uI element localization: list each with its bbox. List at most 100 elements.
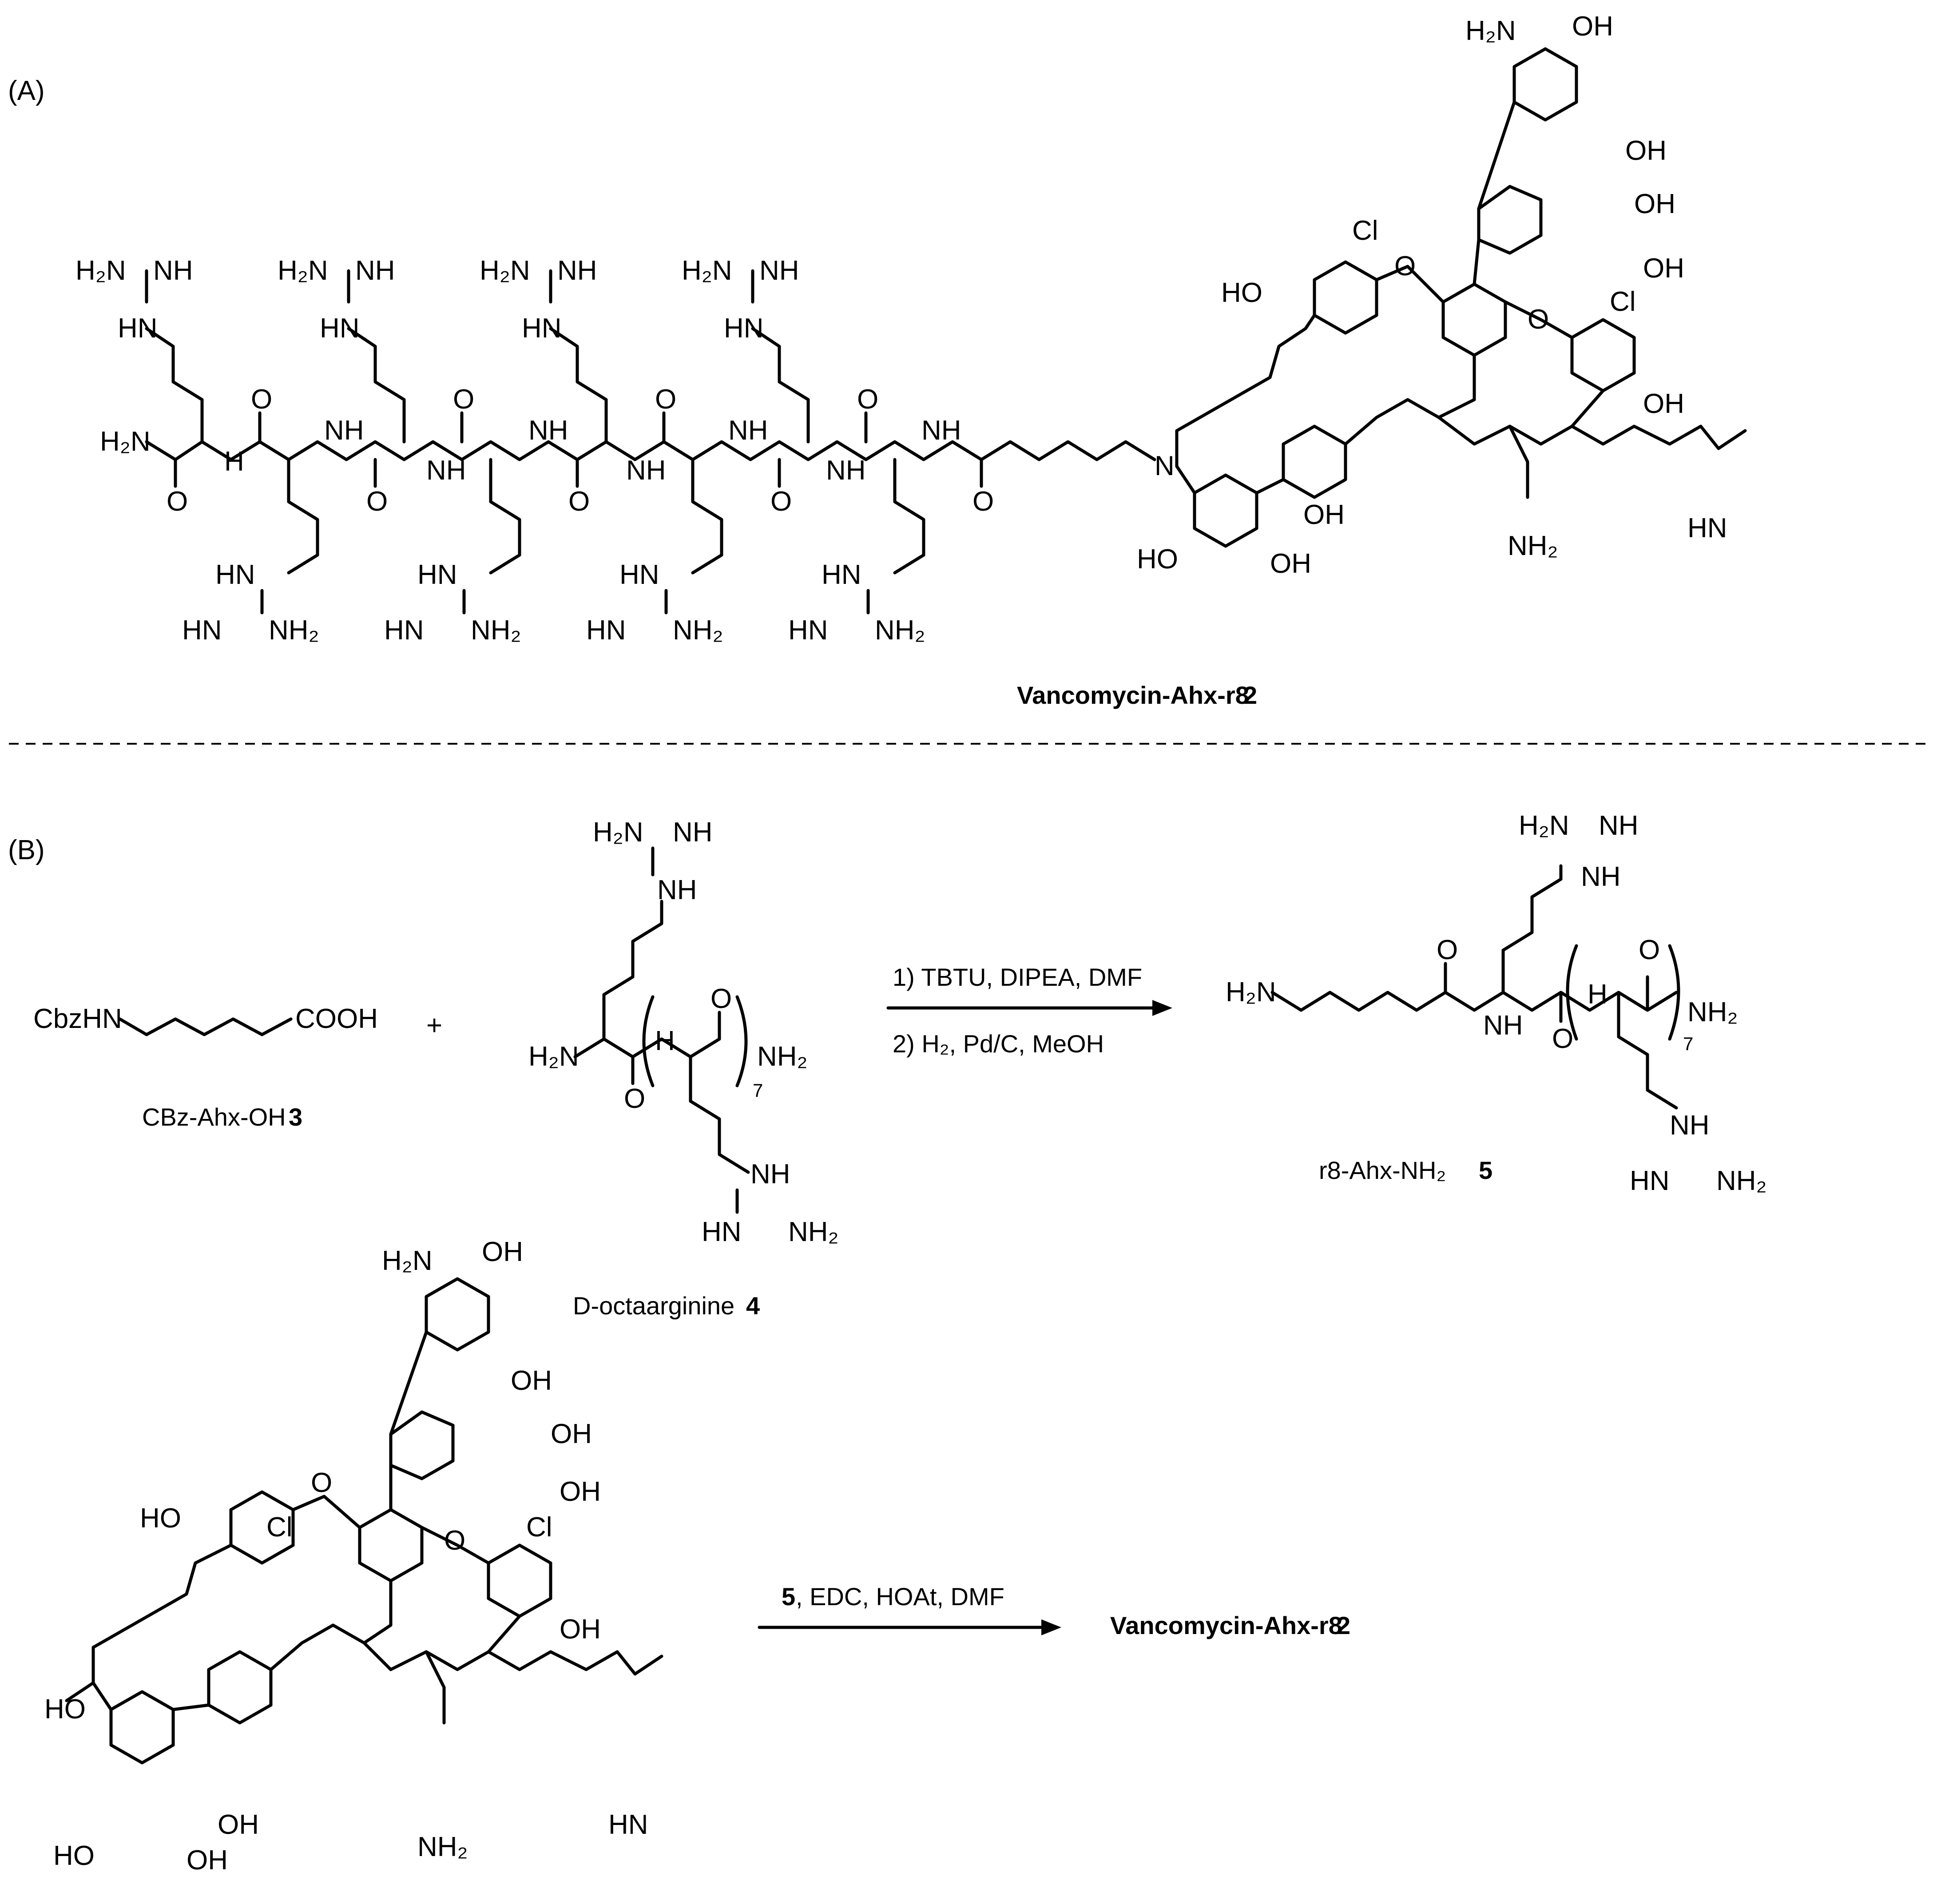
reagent2-caption: D-octaarginine [573, 1292, 734, 1320]
o-label: O [857, 384, 878, 415]
o-label: O [1437, 935, 1458, 965]
nh-label: NH [1581, 861, 1621, 892]
h2n-label: H₂N [480, 255, 530, 286]
hn-label: HN [1630, 1166, 1670, 1196]
oh-label: OH [1270, 548, 1311, 579]
step3-reagents: , EDC, HOAt, DMF [796, 1583, 1004, 1610]
cooh-label: COOH [295, 1004, 378, 1034]
nh-label: NH [426, 455, 466, 486]
oh-label: OH [511, 1365, 552, 1396]
octaarginine-chain-a: H₂N O O O O O O O O O H NH NH NH NH NH N [75, 255, 1175, 646]
vancomycin-core-a [1175, 47, 1747, 548]
h2n-label: H₂N [682, 255, 732, 286]
final-product-number: 2 [1337, 1611, 1350, 1639]
reagent2-number: 4 [746, 1292, 760, 1320]
nh2-label: NH₂ [1687, 997, 1738, 1027]
reaction-arrow-2: 5 , EDC, HOAt, DMF [758, 1583, 1061, 1635]
oh-label: OH [187, 1845, 228, 1876]
panel-a-caption-name: Vancomycin-Ahx-r8 [1017, 681, 1249, 709]
hn-label: HN [724, 313, 764, 344]
linker-n-label: N [1155, 451, 1175, 481]
reaction-arrow-1: 1) TBTU, DIPEA, DMF 2) H₂, Pd/C, MeOH [886, 963, 1172, 1058]
hn-label: HN [619, 559, 659, 590]
o-label: O [1528, 304, 1549, 335]
nh2-label: NH₂ [788, 1217, 839, 1247]
o-label: O [972, 486, 994, 517]
h2n-label: H₂N [1226, 977, 1276, 1008]
oh-label: OH [1572, 11, 1613, 42]
backbone-carbonyls [174, 411, 983, 488]
o-label: O [311, 1468, 332, 1498]
nh-label: NH [153, 255, 193, 286]
hn-label: HN [215, 559, 255, 590]
cl-label: Cl [1610, 286, 1636, 317]
o-label: O [770, 486, 792, 517]
hn-label: HN [608, 1809, 648, 1840]
product1-number: 5 [1479, 1156, 1492, 1184]
h-label: H [655, 1026, 675, 1056]
o-label: O [1552, 1023, 1573, 1054]
nh-label: NH [1599, 810, 1639, 841]
vancomycin-atom-labels-b: Cl Cl HO OH O O OH OH OH H₂N OH HO HO OH… [44, 1237, 648, 1876]
hn-label: HN [320, 313, 360, 344]
hn-label: HN [417, 559, 457, 590]
o-label: O [624, 1083, 645, 1114]
d-octaarginine: H₂N O O H NH₂ 7 H₂N NH NH NH HN NH₂ [528, 817, 839, 1247]
hn-label: HN [182, 615, 222, 646]
o-label: O [453, 384, 474, 415]
lower-guanidine-sidechains [260, 458, 925, 615]
nh-label: NH [1670, 1110, 1710, 1141]
oh-label: OH [1643, 253, 1684, 284]
ho-label: HO [53, 1841, 95, 1871]
oh-label: OH [1643, 389, 1684, 419]
nh-label: H [224, 446, 244, 477]
nh2-label: NH₂ [269, 615, 319, 646]
nh-label: NH [324, 415, 364, 446]
oh-label: OH [551, 1419, 592, 1449]
hn-label: HN [522, 313, 562, 344]
plus-sign: + [426, 1010, 442, 1041]
oh-label: OH [482, 1237, 523, 1267]
step3-number: 5 [782, 1583, 795, 1610]
upper-guanidine-sidechains [145, 269, 810, 444]
reagent1-caption: CBz-Ahx-OH [142, 1103, 286, 1131]
vancomycin-atom-labels-a: Cl Cl HO OH O O OH OH OH H₂N OH HO OH OH… [1137, 11, 1727, 579]
step1-conditions: 1) TBTU, DIPEA, DMF [893, 963, 1142, 991]
nh-label: NH [355, 255, 395, 286]
oh-label: OH [218, 1809, 259, 1840]
nh-label: NH [528, 415, 568, 446]
nh-label: NH [826, 455, 866, 486]
panel-a-caption-number: 2 [1243, 681, 1257, 709]
panel-a-label: (A) [8, 75, 45, 106]
terminal-amide-h2n: H₂N [100, 426, 151, 457]
nh2-label: NH₂ [417, 1832, 468, 1862]
repeat-subscript: 7 [753, 1080, 763, 1101]
h2n-label: H₂N [278, 255, 328, 286]
nh-label: NH [673, 817, 713, 848]
nh2-label: NH₂ [757, 1041, 808, 1072]
hn-label: HN [118, 313, 158, 344]
oh-label: OH [560, 1476, 601, 1507]
panel-b-label: (B) [8, 835, 45, 865]
ho-label: HO [1137, 544, 1178, 575]
cl-label: Cl [1352, 215, 1378, 246]
o-label: O [366, 486, 388, 517]
nh-label: NH [557, 255, 597, 286]
nh2-label: NH₂ [1716, 1166, 1767, 1196]
o-label: O [167, 486, 188, 517]
hn-label: HN [1687, 513, 1727, 543]
nh-label: NH [626, 455, 666, 486]
o-label: O [710, 984, 732, 1014]
backbone-bonds [145, 440, 1156, 461]
nh-label: NH [759, 255, 799, 286]
h-label: H [1588, 979, 1608, 1010]
o-label: O [1394, 251, 1416, 282]
ho-label: HO [44, 1694, 86, 1725]
r8-ahx-nh2: H₂N O NH O H O NH₂ 7 H₂N NH NH NH HN NH₂ [1226, 810, 1767, 1196]
product1-caption: r8-Ahx-NH₂ [1319, 1156, 1446, 1184]
repeat-subscript: 7 [1683, 1033, 1693, 1054]
o-label: O [1639, 935, 1660, 965]
h2n-label: H₂N [528, 1041, 579, 1072]
nh-label: NH [750, 1159, 790, 1190]
h2n-label: H₂N [382, 1246, 433, 1276]
